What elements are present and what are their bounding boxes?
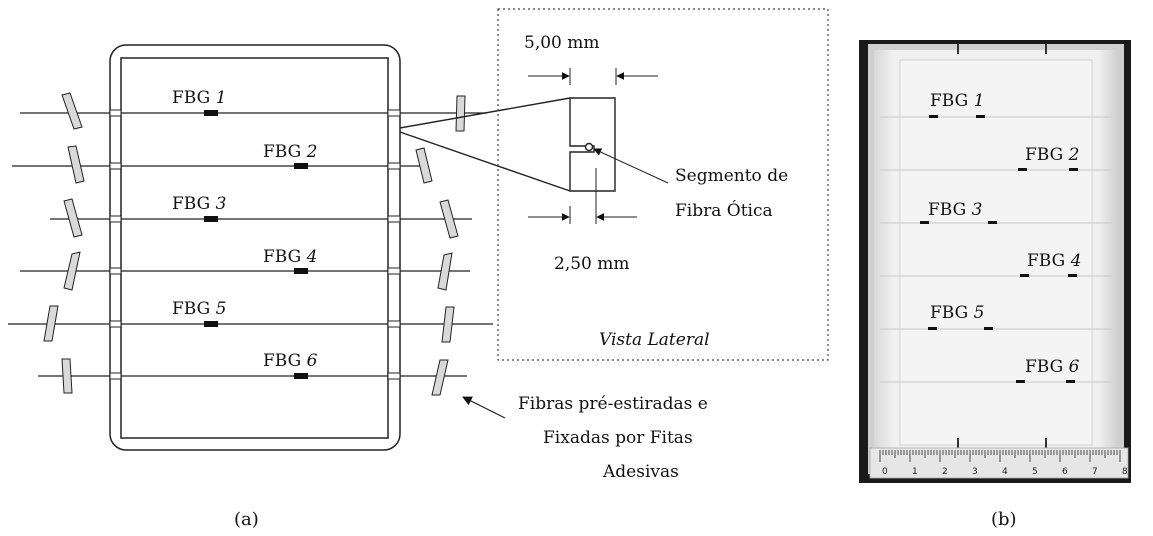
caption-b: (b) [991,509,1017,530]
mold-frame-inner [120,57,389,439]
dimension-top [528,68,658,85]
ruler-ticks [879,450,1121,462]
photo-fbg-labels: FBG 1 FBG 2 FBG 3 FBG 4 FBG 5 FBG 6 [928,91,1081,377]
photo-fbg-label-3: FBG 3 [928,200,982,220]
photo-fbg-label-1: FBG 1 [930,91,984,111]
tape-icon [43,305,59,342]
fbg-label-6: FBG 6 [263,351,318,371]
segment-label-line2: Fibra Ótica [675,200,773,221]
ruler-number: 6 [1062,467,1068,477]
zoom-line [399,97,571,129]
fiber-segment-dot [584,142,594,152]
tape-icon [437,252,453,291]
ruler-numbers: 0 1 2 3 4 5 6 7 8 [882,467,1128,477]
mold-photo: FBG 1 FBG 2 FBG 3 FBG 4 FBG 5 FBG 6 0 1 2 3… [859,40,1131,530]
ruler-number: 1 [912,467,918,477]
ruler-number: 0 [882,467,888,477]
ruler-number: 2 [942,467,948,477]
tape-icon [455,95,466,132]
fibers-label-line1: Fibras pré-estiradas e [518,394,708,414]
tape-icon [63,251,81,291]
fbg-labels: FBG 1 FBG 2 FBG 3 FBG 4 FBG 5 FBG 6 [172,88,318,371]
fbg-sensor-mark [294,373,308,379]
photo-ruler [869,447,1129,479]
ruler-number: 5 [1032,467,1038,477]
tape-icon [441,306,455,343]
photo-fbg-label-2: FBG 2 [1025,145,1079,165]
fbg-markers [204,110,308,379]
dimension-top-label: 5,00 mm [524,33,600,53]
segment-arrow [593,148,669,184]
tape-icon [439,199,459,239]
tape-icon [431,359,449,396]
fbg-sensor-mark [294,163,308,169]
ruler-number: 4 [1002,467,1008,477]
side-view-label: Vista Lateral [599,330,710,350]
frame-slots [109,109,401,380]
fbg-label-4: FBG 4 [263,247,317,267]
ruler-number: 3 [972,467,978,477]
fbg-sensor-mark [204,110,218,116]
fbg-sensor-mark [204,216,218,222]
tape-icon [67,145,85,184]
photo-fbg-label-5: FBG 5 [930,303,984,323]
fbg-label-5: FBG 5 [172,299,226,319]
tape-icon [63,198,83,238]
fibers-label-line3: Adesivas [602,462,679,482]
tape-icon [61,358,73,394]
fbg-label-1: FBG 1 [172,88,226,108]
fibers-label-line2: Fixadas por Fitas [543,428,693,448]
tape-icon [61,92,83,130]
mold-frame-outer [109,44,401,451]
fbg-sensor-mark [294,268,308,274]
side-view-profile [569,97,616,222]
caption-a: (a) [234,509,259,530]
ruler-number: 8 [1122,467,1128,477]
photo-fbg-label-6: FBG 6 [1025,357,1080,377]
fbg-label-3: FBG 3 [172,194,226,214]
ruler-number: 7 [1092,467,1098,477]
tape-icon [415,147,433,184]
photo-fbg-label-4: FBG 4 [1027,251,1081,271]
side-view-inset [497,8,829,361]
fibers-arrow [462,396,506,419]
fbg-sensor-mark [204,321,218,327]
zoom-line [399,131,571,192]
photo-fbg-marks [920,115,1078,383]
segment-label-line1: Segmento de [675,166,788,186]
adhesive-tapes [43,92,466,396]
schematic-diagram: FBG 1 FBG 2 FBG 3 FBG 4 FBG 5 FBG 6 5,00… [8,8,829,530]
photo-plate-inner [899,59,1093,446]
dimension-bottom-label: 2,50 mm [554,254,630,274]
fbg-label-2: FBG 2 [263,142,317,162]
dimension-bottom [528,206,637,224]
